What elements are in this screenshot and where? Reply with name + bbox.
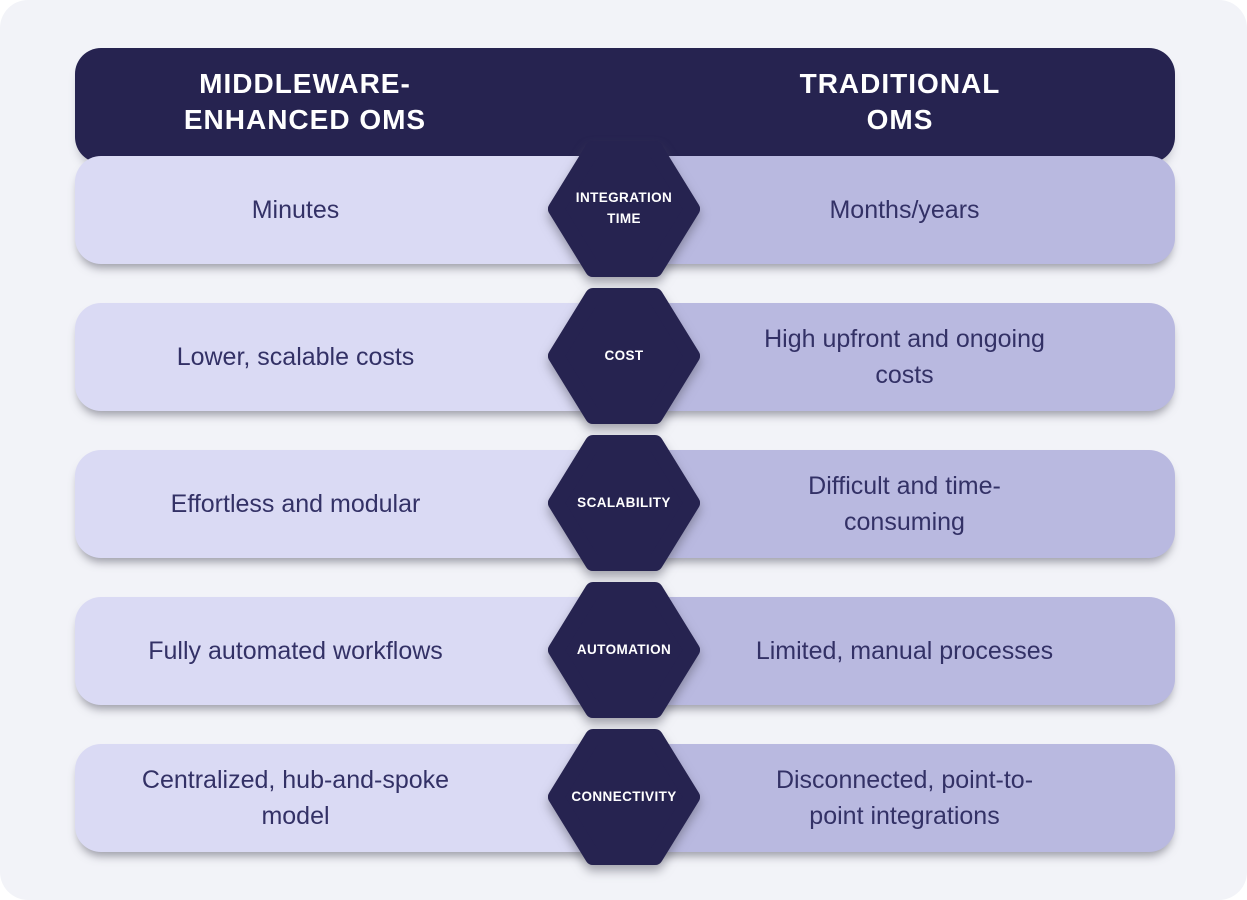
hexagon-badge-cost: COST	[548, 288, 700, 424]
hexagon-shape-icon	[548, 435, 700, 571]
right-cell: Disconnected, point-to- point integratio…	[624, 744, 1175, 852]
hexagon-badge-integration-time: INTEGRATION TIME	[548, 141, 700, 277]
hexagon-label: CONNECTIVITY	[571, 788, 677, 804]
left-cell: Fully automated workflows	[75, 597, 626, 705]
cell-text: Centralized, hub-and-spoke model	[141, 765, 450, 830]
comparison-row-automation: Fully automated workflows Limited, manua…	[75, 597, 1175, 705]
left-cell: Lower, scalable costs	[75, 303, 626, 411]
right-cell: Difficult and time- consuming	[624, 450, 1175, 558]
hexagon-shape-icon	[548, 729, 700, 865]
column-title-traditional: TRADITIONAL OMS	[799, 67, 1001, 135]
comparison-row-cost: Lower, scalable costs High upfront and o…	[75, 303, 1175, 411]
cell-text: High upfront and ongoing costs	[764, 324, 1045, 389]
comparison-row-connectivity: Centralized, hub-and-spoke model Disconn…	[75, 744, 1175, 852]
hexagon-shape-icon	[548, 141, 700, 277]
hexagon-label: COST	[604, 347, 644, 363]
comparison-row-integration-time: Minutes Months/years	[75, 156, 1175, 264]
hexagon-badge-scalability: SCALABILITY	[548, 435, 700, 571]
cell-text: Disconnected, point-to- point integratio…	[775, 765, 1034, 830]
cell-text: Difficult and time- consuming	[808, 471, 1001, 536]
right-cell: Limited, manual processes	[624, 597, 1175, 705]
comparison-row-scalability: Effortless and modular Difficult and tim…	[75, 450, 1175, 558]
hexagon-label: INTEGRATION TIME	[575, 190, 673, 226]
hexagon-badge-connectivity: CONNECTIVITY	[548, 729, 700, 865]
cell-text: Effortless and modular	[170, 489, 421, 518]
header-cell-middleware: MIDDLEWARE- ENHANCED OMS	[75, 48, 625, 163]
cell-text: Months/years	[829, 195, 980, 224]
hexagon-shape-icon	[548, 582, 700, 718]
cell-text: Lower, scalable costs	[176, 342, 415, 371]
hexagon-label: AUTOMATION	[576, 641, 672, 657]
right-cell: Months/years	[624, 156, 1175, 264]
left-cell: Minutes	[75, 156, 626, 264]
cell-text: Limited, manual processes	[755, 636, 1054, 665]
left-cell: Effortless and modular	[75, 450, 626, 558]
right-cell: High upfront and ongoing costs	[624, 303, 1175, 411]
cell-text: Minutes	[251, 195, 340, 224]
hexagon-badge-automation: AUTOMATION	[548, 582, 700, 718]
hexagon-shape-icon	[548, 288, 700, 424]
cell-text: Fully automated workflows	[148, 636, 443, 665]
header-cell-traditional: TRADITIONAL OMS	[625, 48, 1175, 163]
left-cell: Centralized, hub-and-spoke model	[75, 744, 626, 852]
hexagon-label: SCALABILITY	[577, 494, 671, 510]
column-title-middleware: MIDDLEWARE- ENHANCED OMS	[183, 67, 427, 135]
